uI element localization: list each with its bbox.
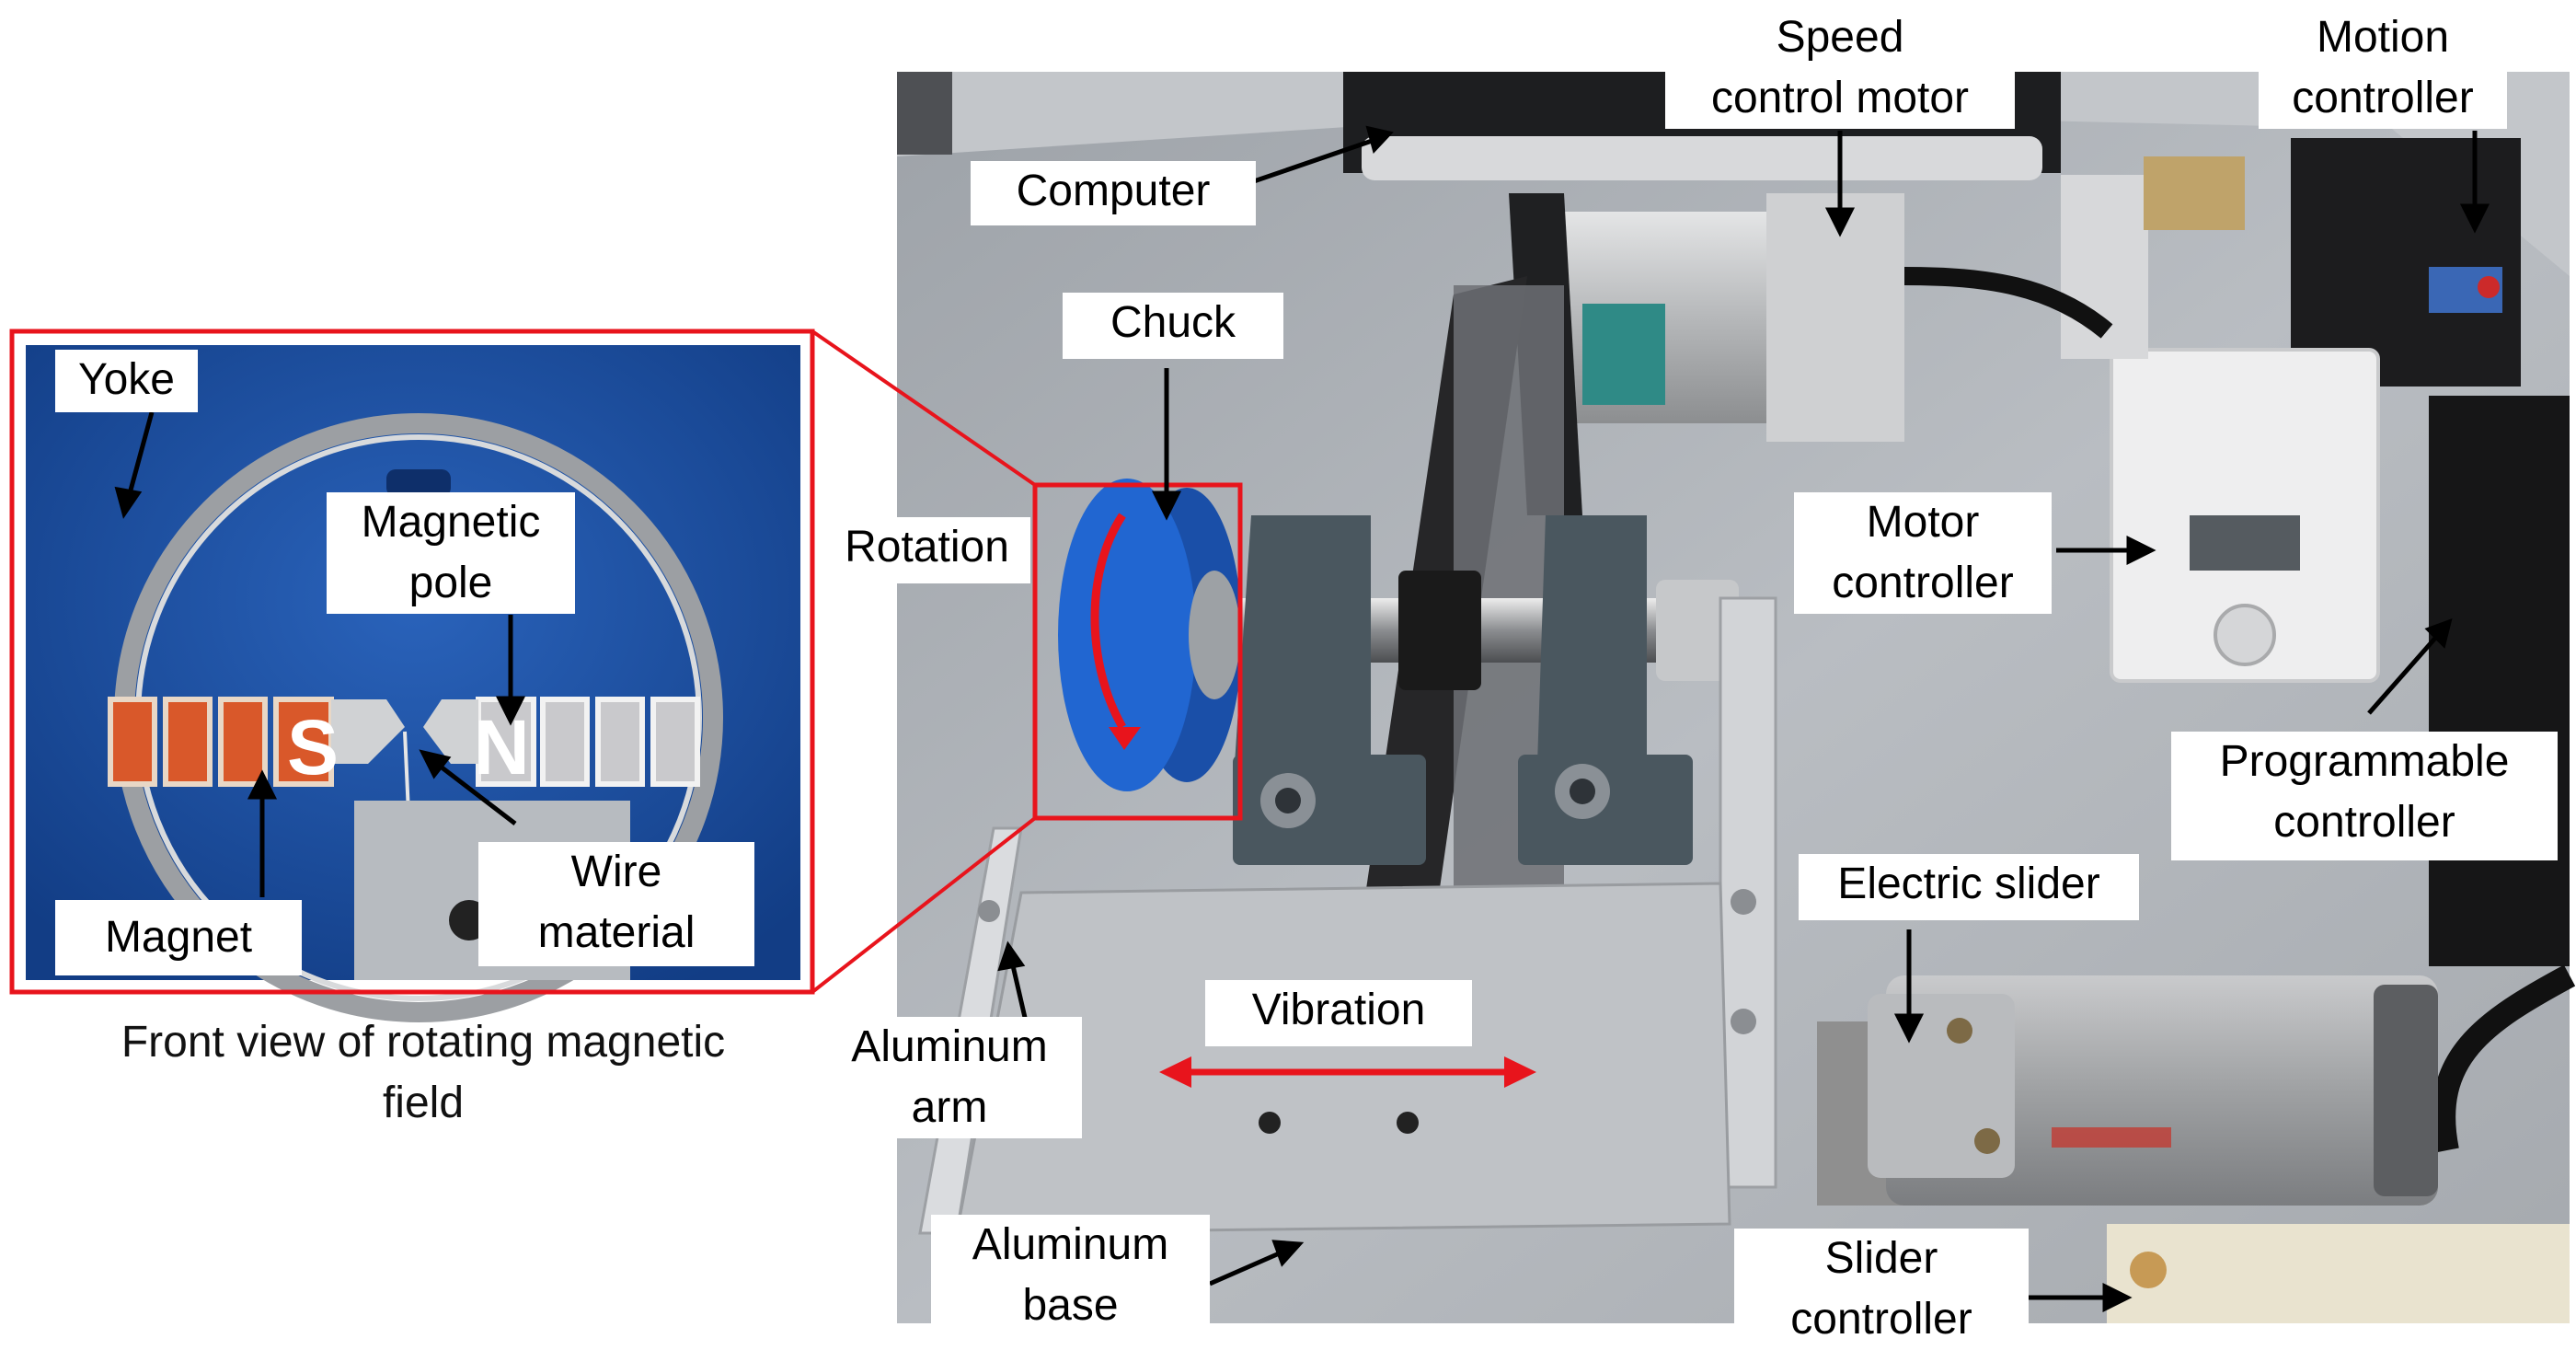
spindle-collar xyxy=(1656,580,1739,681)
label-vibration: Vibration xyxy=(1205,980,1472,1046)
label-programmable-controller: Programmable controller xyxy=(2171,732,2558,860)
arm-bolt-3 xyxy=(1731,1009,1756,1034)
programmable-controller-device xyxy=(2429,396,2570,966)
vibration-arrowhead-right xyxy=(1504,1056,1536,1088)
computer-monitor-bezel xyxy=(1362,136,2042,180)
slider-screw-2 xyxy=(1974,1128,2000,1154)
aluminum-base-arrow xyxy=(1208,1249,1285,1287)
motion-controller-arrowhead xyxy=(2459,203,2490,234)
label-speed-control-motor: Speed control motor xyxy=(1665,7,2015,129)
magnet-block xyxy=(650,697,700,787)
label-magnetic-pole: Magnetic pole xyxy=(327,492,575,614)
wire-material-arrowhead xyxy=(419,749,452,779)
magnet-block xyxy=(163,697,213,787)
aluminum-arm-arrowhead xyxy=(997,940,1026,972)
yoke-arrow xyxy=(126,411,155,498)
magnet-block xyxy=(540,697,590,787)
slider-controller-knob xyxy=(2130,1252,2167,1288)
speed-motor-arrowhead xyxy=(1824,207,1856,237)
callout-arrows xyxy=(114,125,2490,1313)
magnetic-pole-south xyxy=(331,699,405,764)
programmable-controller-arrowhead xyxy=(2424,618,2453,649)
chuck-wheel xyxy=(1058,479,1196,791)
label-wire-material: Wire material xyxy=(478,842,754,966)
magnetic-pole-north xyxy=(423,699,478,764)
programmable-controller-arrow xyxy=(2367,633,2440,715)
motor-power-cable xyxy=(1903,267,2113,339)
dark-top-strip xyxy=(897,72,952,155)
electric-slider-carriage xyxy=(1868,994,2015,1178)
pole-letter-north: N xyxy=(474,704,530,790)
electric-slider-brand xyxy=(2052,1127,2171,1148)
label-chuck: Chuck xyxy=(1063,293,1283,359)
yoke-arrowhead xyxy=(114,486,143,519)
zoom-line-top xyxy=(811,329,1037,487)
apparatus-photo xyxy=(897,72,2576,1323)
inset-frame xyxy=(9,329,815,995)
magnet-block xyxy=(595,697,645,787)
motion-controller-device xyxy=(2291,138,2521,387)
label-aluminum-base: Aluminum base xyxy=(931,1215,1210,1336)
base-hole-2 xyxy=(1397,1112,1419,1134)
vibration-arrowhead-left xyxy=(1159,1056,1191,1088)
label-rotation: Rotation xyxy=(823,517,1030,583)
electric-slider-body xyxy=(1886,975,2438,1206)
motor-controller-display xyxy=(2190,515,2300,571)
magnetic-field-inset xyxy=(26,345,800,1022)
zoom-line-bottom xyxy=(811,816,1037,994)
electric-slider-endcap xyxy=(2374,985,2438,1196)
slider-controller-device xyxy=(2107,1224,2570,1323)
chuck-hub xyxy=(1189,571,1240,699)
motion-controller-led xyxy=(2478,276,2500,298)
motor-controller-arrowhead xyxy=(2126,535,2156,566)
label-computer: Computer xyxy=(971,161,1256,225)
arm-bolt-2 xyxy=(1731,889,1756,915)
base-hole-1 xyxy=(1259,1112,1281,1134)
chuck-highlight-box xyxy=(1032,482,1243,821)
magnet-arrowhead xyxy=(247,769,278,800)
magnet-block xyxy=(108,697,157,787)
magnetic-pole-arrowhead xyxy=(495,696,526,726)
pole-letter-south: S xyxy=(287,704,339,790)
label-electric-slider: Electric slider xyxy=(1799,854,2139,920)
pillow-block-right xyxy=(1518,515,1693,865)
wire-material-arrow xyxy=(435,762,517,825)
label-motor-controller: Motor controller xyxy=(1794,492,2052,614)
motor-controller-dial xyxy=(2214,604,2276,666)
rotation-arrowhead xyxy=(1109,727,1141,750)
motor-label-sticker xyxy=(1582,304,1665,405)
label-magnet: Magnet xyxy=(55,900,302,975)
aluminum-arm-arrow xyxy=(1009,961,1029,1022)
label-aluminum-arm: Aluminum arm xyxy=(817,1017,1082,1138)
belt-pulley xyxy=(1398,571,1481,690)
label-motion-controller: Motion controller xyxy=(2259,7,2507,129)
slider-screw-1 xyxy=(1947,1018,1972,1044)
pillow-block-left xyxy=(1233,515,1426,865)
speed-control-motor-cap xyxy=(1766,193,1904,442)
inset-caption: Front view of rotating magnetic field xyxy=(121,1018,726,1127)
connector-block xyxy=(2144,156,2245,230)
aluminum-base-arrowhead xyxy=(1271,1240,1305,1267)
computer-arrow xyxy=(1250,135,1381,185)
electric-slider-arrowhead xyxy=(1893,1013,1925,1044)
label-slider-controller: Slider controller xyxy=(1734,1229,2029,1349)
slider-controller-arrowhead xyxy=(2102,1282,2133,1313)
magnet-block xyxy=(218,697,268,787)
computer-arrowhead xyxy=(1365,125,1394,154)
arm-bolt-1 xyxy=(978,900,1000,922)
yoke-top-mount xyxy=(386,469,451,497)
rotation-arrow-on-chuck xyxy=(1090,513,1126,730)
label-yoke: Yoke xyxy=(55,350,198,412)
chuck-arrowhead xyxy=(1151,490,1182,521)
programmable-controller-cable xyxy=(2432,964,2576,1153)
